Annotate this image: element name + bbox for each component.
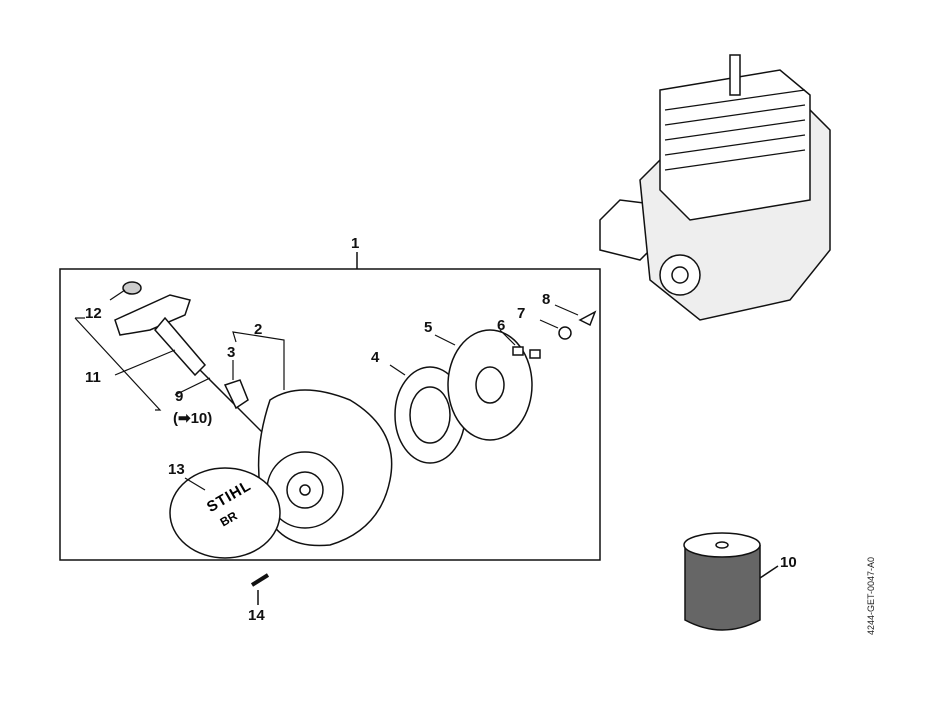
callout-9-reference: (➡10) bbox=[173, 410, 213, 427]
callout-7: 7 bbox=[517, 305, 526, 322]
callout-12: 12 bbox=[85, 305, 102, 322]
screw-drawing bbox=[250, 573, 270, 587]
leader-lines bbox=[74, 289, 579, 491]
callout-3: 3 bbox=[227, 344, 236, 361]
callout-1: 1 bbox=[351, 235, 360, 252]
callout-2: 2 bbox=[254, 321, 263, 338]
callout-5: 5 bbox=[424, 319, 433, 336]
drawing-code: 4244-GET-0047-A0 bbox=[866, 556, 876, 635]
callout-4: 4 bbox=[371, 349, 380, 366]
callout-11: 11 bbox=[85, 369, 101, 386]
rope-rotor-drawing bbox=[447, 329, 533, 441]
cover-disc-drawing bbox=[169, 467, 281, 559]
assembly-frame bbox=[59, 268, 601, 561]
rope-spool-drawing bbox=[683, 532, 779, 631]
pawls-drawing bbox=[512, 310, 597, 359]
callout-13: 13 bbox=[168, 461, 185, 478]
engine-block-drawing bbox=[599, 54, 831, 321]
callout-8: 8 bbox=[542, 291, 551, 308]
callout-10: 10 bbox=[780, 554, 797, 571]
callout-9: 9 bbox=[175, 388, 184, 405]
callout-14: 14 bbox=[248, 607, 265, 624]
callout-6: 6 bbox=[497, 317, 506, 334]
fan-housing-drawing bbox=[257, 389, 393, 547]
